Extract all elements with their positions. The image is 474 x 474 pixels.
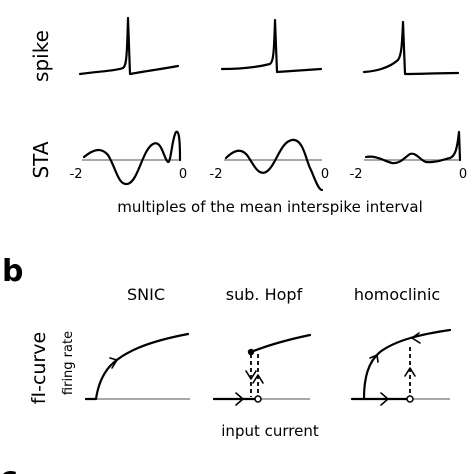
panel-b-xlabel: input current xyxy=(221,422,319,440)
top-xlabel: multiples of the mean interspike interva… xyxy=(117,198,423,216)
sta-trace-homoclinic xyxy=(364,130,462,165)
bifurcation-point-open xyxy=(254,395,262,403)
bifurcation-point-open xyxy=(406,395,414,403)
sta-trace-subhopf xyxy=(224,138,324,192)
arrow-icon xyxy=(411,332,421,344)
sta-tick-right-subhopf: 0 xyxy=(321,167,329,182)
column-title-snic: SNIC xyxy=(127,285,165,304)
arrow-icon xyxy=(404,367,416,377)
column-title-homoclinic: homoclinic xyxy=(354,285,440,304)
arrow-icon xyxy=(380,392,389,406)
panel-b-letter: b xyxy=(2,254,23,289)
spike-trace-subhopf xyxy=(220,18,323,74)
sta-tick-right-homoclinic: 0 xyxy=(459,167,467,182)
arrow-icon xyxy=(369,354,379,363)
arrow-icon xyxy=(235,392,244,406)
firing-rate-ylabel: firing rate xyxy=(61,331,76,395)
spike-trace-snic xyxy=(78,16,180,76)
arrow-icon xyxy=(252,374,264,384)
spike-row-label: spike xyxy=(29,30,53,82)
fi-curve-homoclinic xyxy=(362,328,452,401)
arrow-icon xyxy=(245,370,257,380)
fi-curve-snic xyxy=(84,332,190,401)
fi-curve-ylabel: fI-curve xyxy=(28,332,50,404)
column-title-subhopf: sub. Hopf xyxy=(226,285,303,304)
spike-trace-homoclinic xyxy=(362,20,460,76)
sta-trace-snic xyxy=(82,130,182,186)
sta-tick-left-snic: -2 xyxy=(70,167,83,182)
sta-tick-left-subhopf: -2 xyxy=(210,167,223,182)
bifurcation-point-filled xyxy=(247,348,255,356)
sta-tick-right-snic: 0 xyxy=(179,167,187,182)
sta-row-label: STA xyxy=(29,141,53,178)
sta-tick-left-homoclinic: -2 xyxy=(350,167,363,182)
fi-curve-subhopf xyxy=(249,333,312,354)
arrow-icon xyxy=(109,357,118,369)
panel-c-letter: c xyxy=(0,461,18,474)
